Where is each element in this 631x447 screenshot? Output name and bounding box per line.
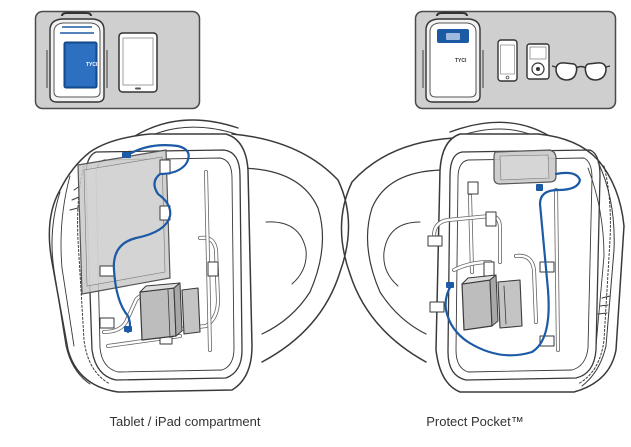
brand-logo-text: TYCI <box>86 62 98 68</box>
backpack-icon: TYCI <box>46 12 108 103</box>
brand-logo-text: TYCI <box>455 58 467 64</box>
smartphone-device <box>493 149 557 185</box>
tablet-device <box>77 149 171 295</box>
music-player-icon <box>526 43 550 80</box>
backpack-right <box>340 121 625 393</box>
smartphone-icon <box>497 39 518 82</box>
inset-left: TYCI <box>34 10 201 110</box>
charging-cable-left <box>112 144 190 334</box>
caption-tablet-compartment: Tablet / iPad compartment <box>109 414 261 429</box>
internal-routing-right <box>427 181 560 352</box>
backpack-icon: TYCI <box>422 12 484 103</box>
caption-protect-pocket: Protect Pocket™ <box>426 414 524 429</box>
internal-routing-left <box>99 159 220 352</box>
glasses-icon <box>551 62 611 81</box>
charging-cable-right <box>444 171 582 357</box>
inset-right: TYCI <box>414 10 617 110</box>
tablet-icon <box>118 32 158 93</box>
